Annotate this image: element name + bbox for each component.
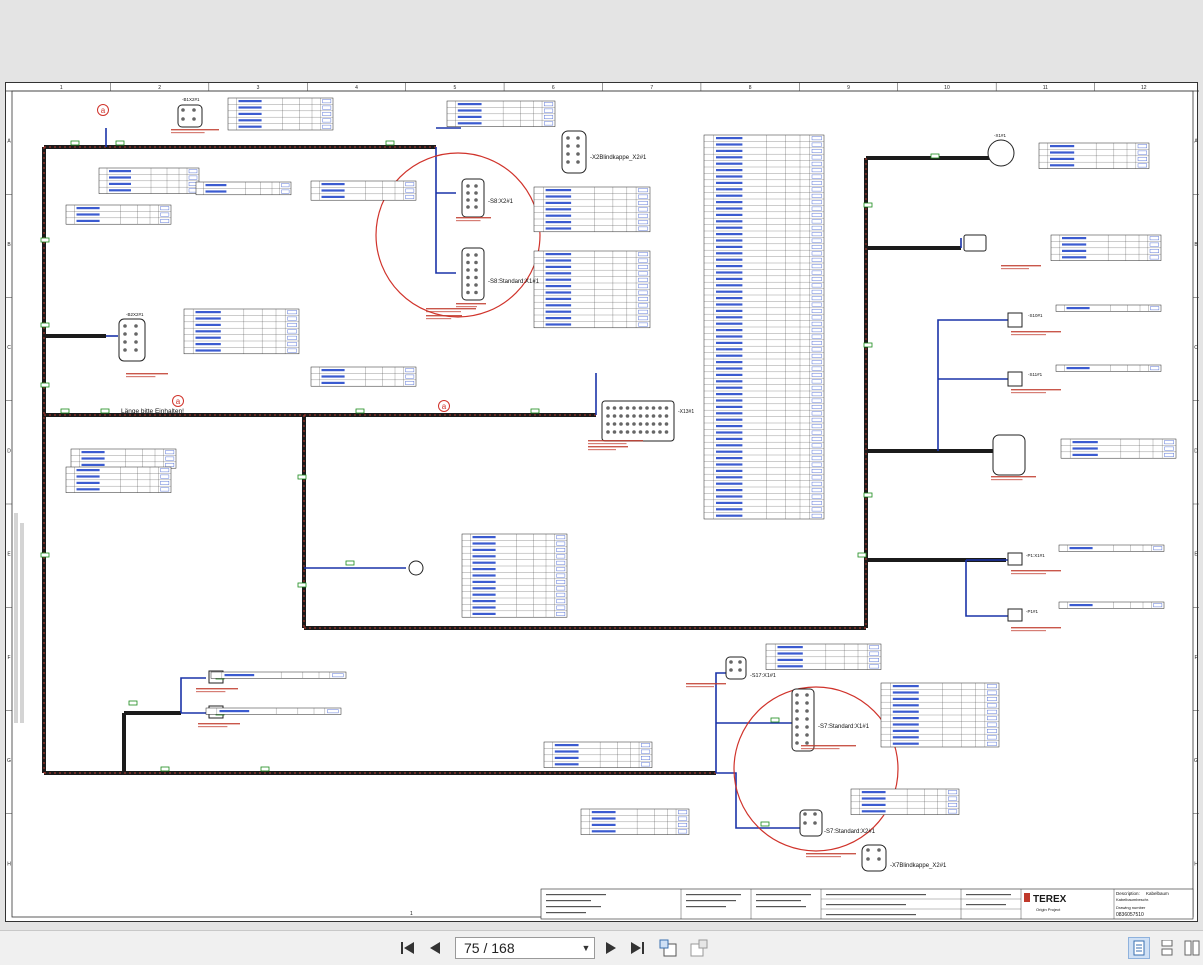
label-s10: -S10#1 — [1028, 313, 1043, 318]
next-page-button[interactable] — [600, 937, 622, 959]
column-number: 11 — [1043, 85, 1048, 91]
marker-a3: a — [442, 402, 447, 411]
rotate-ccw-button[interactable] — [657, 937, 679, 959]
label-x2-blind: -X2Blindkappe_X2#1 — [590, 155, 647, 161]
viewer-toolbar: 75 / 168 ▼ — [0, 930, 1203, 965]
row-letter-left: H — [7, 861, 11, 867]
row-letter-right: D — [1194, 448, 1198, 454]
row-letter-left: B — [7, 242, 11, 248]
company-logo: TEREX — [1033, 894, 1067, 905]
last-page-button[interactable] — [626, 937, 648, 959]
markers: a a a — [97, 104, 450, 412]
connector-pins — [123, 108, 881, 861]
continuous-view-icon — [1161, 940, 1173, 956]
label-x13: -X13#1 — [678, 409, 694, 415]
column-number: 7 — [650, 85, 653, 91]
label-s8-std: -S8:Standard:X1#1 — [488, 279, 540, 285]
column-number: 9 — [847, 85, 850, 91]
row-letter-right: B — [1194, 242, 1198, 248]
row-letter-left: G — [7, 758, 11, 764]
terex-logo-mark — [1024, 893, 1030, 902]
continuous-view-button[interactable] — [1156, 937, 1178, 959]
rotate-cw-icon — [690, 939, 708, 957]
row-letter-right: F — [1194, 655, 1197, 661]
last-page-icon — [631, 942, 644, 954]
row-letter-left: C — [7, 345, 11, 351]
origin-label: Origin Project — [1036, 907, 1061, 912]
side-notes — [14, 513, 24, 723]
column-number: 6 — [552, 85, 555, 91]
first-page-button[interactable] — [397, 937, 419, 959]
rotate-cw-button[interactable] — [688, 937, 710, 959]
previous-page-icon — [430, 942, 440, 954]
row-letter-right: C — [1194, 345, 1198, 351]
column-number: 2 — [158, 85, 161, 91]
first-page-icon — [401, 942, 414, 954]
sheet-ref: 1 — [410, 911, 413, 917]
label-p1: -P1:X1#1 — [1026, 553, 1045, 558]
pin-tables — [65, 97, 1177, 835]
facing-pages-view-button[interactable] — [1183, 937, 1201, 959]
row-letter-left: F — [7, 655, 10, 661]
next-page-icon — [606, 942, 616, 954]
column-number: 12 — [1141, 85, 1147, 91]
row-letter-right: G — [1194, 758, 1198, 764]
row-letter-right: H — [1194, 861, 1198, 867]
label-p2: -P1#1 — [1026, 609, 1039, 614]
single-page-view-icon — [1133, 940, 1145, 956]
drawing-number: 0836057510 — [1116, 912, 1144, 918]
label-s7-std: -S7:Standard:X1#1 — [818, 724, 870, 730]
label-x7-blind: -X7Blindkappe_X2#1 — [890, 863, 947, 869]
rotate-ccw-icon — [659, 939, 677, 957]
row-scale: A A B B C C D D E E F F G G H H — [6, 90, 1199, 867]
label-s17: -S17:X1#1 — [750, 673, 776, 679]
column-number: 1 — [60, 85, 63, 91]
column-number: 3 — [257, 85, 260, 91]
label-b1: -B1X2#1 — [182, 97, 200, 102]
previous-page-button[interactable] — [424, 937, 446, 959]
page-number-value: 75 / 168 — [464, 940, 515, 956]
marker-a1: a — [101, 106, 106, 115]
label-k1: -X1#1 — [994, 133, 1007, 138]
facing-pages-view-icon — [1184, 940, 1200, 956]
wire-branches — [105, 127, 1011, 829]
length-note: Länge bitte Einhalten! — [121, 408, 184, 415]
marker-a2: a — [176, 397, 181, 406]
description-value: Kabelbaum — [1146, 891, 1169, 896]
description-label: Description: — [1116, 891, 1140, 896]
harness-trunks — [42, 145, 1006, 775]
title-block: TEREX Description: Kabelbaum Kabelbaumbe… — [540, 888, 1194, 920]
column-number: 5 — [453, 85, 456, 91]
highlight-circles — [375, 152, 899, 852]
row-letter-left: D — [7, 448, 11, 454]
single-page-view-button[interactable] — [1128, 937, 1150, 959]
column-number: 4 — [355, 85, 358, 91]
harness-sheath — [43, 146, 867, 774]
row-letter-right: E — [1194, 552, 1198, 558]
label-s8-x2: -S8:X2#1 — [488, 199, 514, 205]
red-notes — [126, 129, 1061, 858]
description-sub: Kabelbaumbeschr. — [1116, 897, 1149, 902]
page-number-select[interactable]: 75 / 168 ▼ — [455, 937, 595, 959]
column-number: 8 — [749, 85, 752, 91]
column-number: 10 — [944, 85, 950, 91]
row-letter-left: A — [7, 139, 11, 145]
green-tags — [40, 140, 940, 827]
drawing-number-label: Drawing number — [1116, 905, 1146, 910]
label-s11: -S11#1 — [1028, 372, 1043, 377]
row-letter-left: E — [7, 552, 11, 558]
label-b2: -B2X2#1 — [126, 312, 144, 317]
row-letter-right: A — [1194, 139, 1198, 145]
label-s7-std2: -S7:Standard:X2#1 — [824, 829, 876, 835]
chevron-down-icon: ▼ — [581, 943, 591, 953]
